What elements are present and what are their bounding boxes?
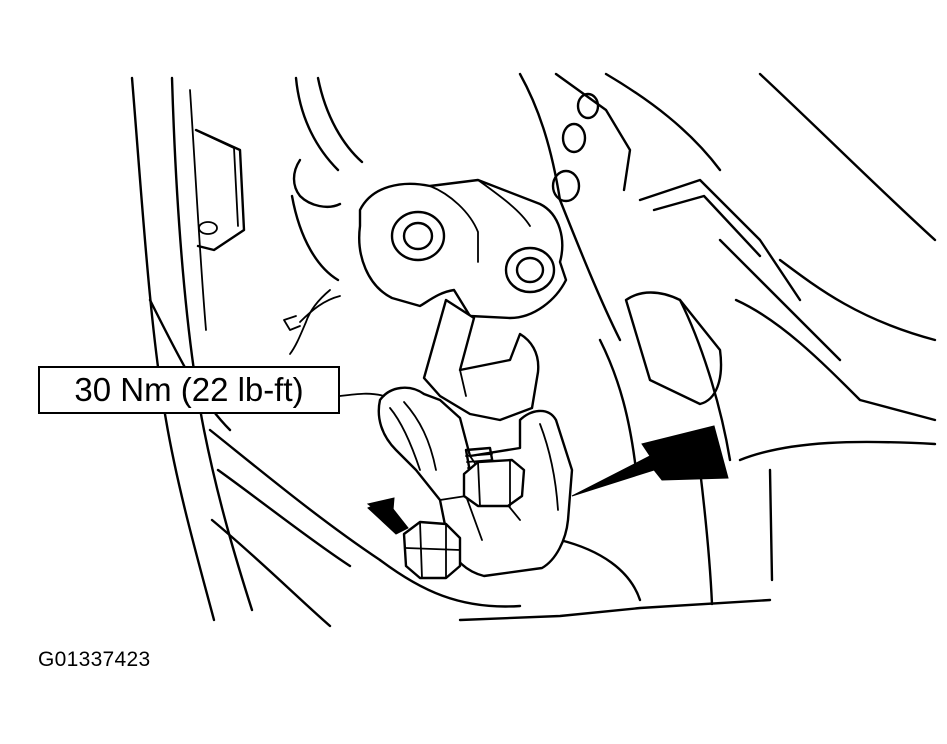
upper-mount-region: [290, 72, 937, 282]
upper-flange: [358, 178, 568, 320]
small-arrow-icon: [366, 497, 409, 535]
lower-floor: [208, 428, 772, 628]
wire-clip: [283, 289, 341, 355]
intermediate-shaft: [422, 298, 540, 422]
frame-holes: [551, 92, 600, 203]
side-bolt: [402, 520, 462, 580]
figure-id: G01337423: [38, 648, 151, 671]
large-arrow-icon: [571, 425, 729, 497]
callout-leader: [339, 392, 385, 397]
torque-callout-label: 30 Nm (22 lb-ft): [38, 366, 340, 414]
right-bracket: [558, 178, 937, 606]
pinch-bolt: [462, 446, 526, 508]
